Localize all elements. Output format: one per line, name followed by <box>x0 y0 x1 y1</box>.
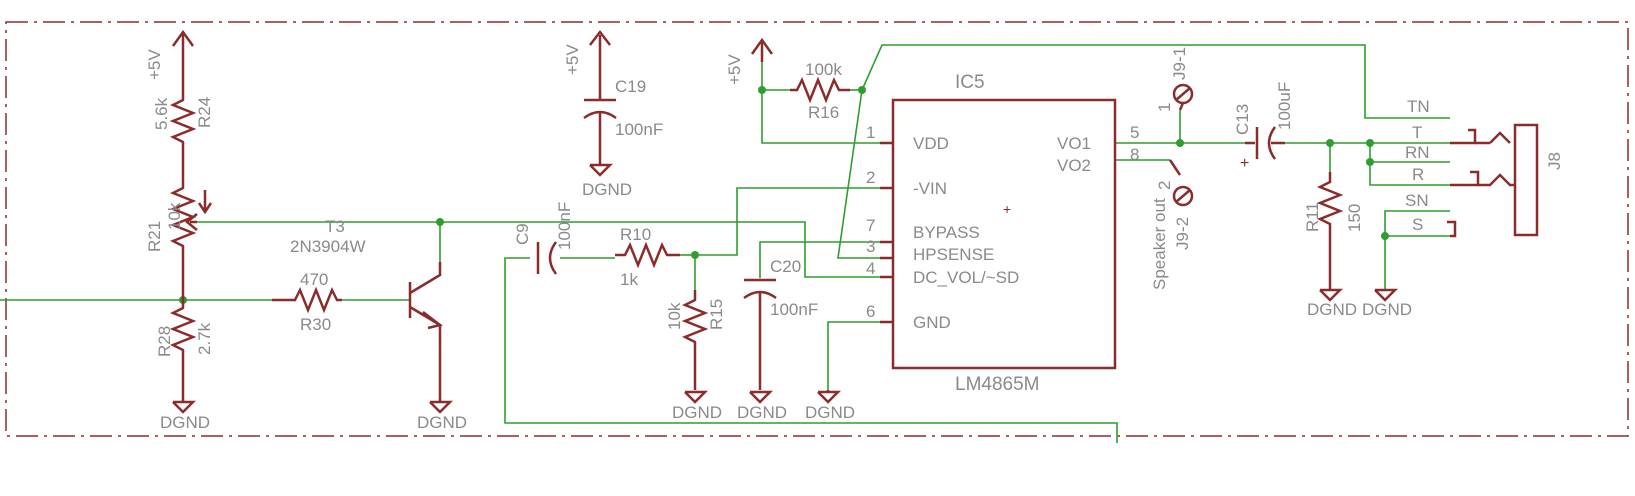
svg-text:T3: T3 <box>325 217 345 236</box>
svg-text:R11: R11 <box>1303 202 1322 232</box>
svg-text:T: T <box>1412 123 1422 142</box>
svg-text:RN: RN <box>1405 143 1430 162</box>
svg-text:DGND: DGND <box>672 403 722 422</box>
svg-text:DGND: DGND <box>737 403 787 422</box>
svg-text:7: 7 <box>866 216 875 235</box>
ic-LM4865M: IC5 LM4865M + 1 VDD 2 -VIN 7 BYPASS 3 HP… <box>866 72 1139 395</box>
svg-text:+5V: +5V <box>145 49 164 80</box>
svg-text:TN: TN <box>1407 97 1430 116</box>
svg-text:100nF: 100nF <box>770 300 818 319</box>
audio-jack-J8: J8 TN T RN R SN S <box>1405 97 1564 238</box>
svg-text:C13: C13 <box>1233 104 1252 135</box>
svg-text:R15: R15 <box>707 299 726 330</box>
wires <box>0 44 1450 443</box>
svg-text:+: + <box>1240 155 1249 172</box>
svg-text:J9-1: J9-1 <box>1170 47 1189 80</box>
svg-text:+5V: +5V <box>563 44 582 75</box>
svg-text:VDD: VDD <box>913 134 949 153</box>
svg-text:R: R <box>1412 165 1424 184</box>
svg-text:HPSENSE: HPSENSE <box>913 245 994 264</box>
svg-text:10k: 10k <box>665 302 684 330</box>
svg-text:2N3904W: 2N3904W <box>290 237 366 256</box>
svg-text:R24: R24 <box>195 97 214 128</box>
svg-text:DGND: DGND <box>417 413 467 432</box>
resistor-R28: R28 2.7k <box>155 280 214 395</box>
svg-text:-VIN: -VIN <box>913 179 947 198</box>
capacitor-C19: +5V C19 100nF DGND <box>563 29 663 199</box>
capacitor-C20: C20 100nF DGND <box>737 257 818 422</box>
ground-symbol-1: DGND <box>160 395 210 432</box>
svg-text:VO2: VO2 <box>1057 156 1091 175</box>
svg-text:R30: R30 <box>300 315 331 334</box>
svg-text:100nF: 100nF <box>555 202 574 250</box>
svg-text:DGND: DGND <box>582 180 632 199</box>
svg-text:DGND: DGND <box>1362 300 1412 319</box>
svg-text:3: 3 <box>866 237 875 256</box>
svg-text:1k: 1k <box>620 270 638 289</box>
capacitor-C13: + C13 100uF <box>1233 82 1294 172</box>
svg-text:10k: 10k <box>165 202 184 230</box>
svg-text:2: 2 <box>1155 181 1174 190</box>
resistor-R15: 10k R15 DGND <box>665 290 726 422</box>
svg-text:150: 150 <box>1345 204 1364 232</box>
svg-text:R28: R28 <box>155 326 174 357</box>
svg-text:C20: C20 <box>770 257 801 276</box>
svg-text:LM4865M: LM4865M <box>955 374 1040 395</box>
connector-J9-2: 2 Speaker out J9-2 <box>1150 159 1194 290</box>
svg-text:R21: R21 <box>145 221 164 252</box>
svg-text:DGND: DGND <box>805 403 855 422</box>
svg-text:2.7k: 2.7k <box>195 322 214 355</box>
svg-text:100nF: 100nF <box>615 120 663 139</box>
svg-text:DGND: DGND <box>1307 300 1357 319</box>
svg-text:Speaker out: Speaker out <box>1150 198 1169 290</box>
resistor-R24: 5.6k R24 <box>152 90 214 175</box>
svg-text:J9-2: J9-2 <box>1173 217 1192 250</box>
trimmer-R21: R21 10k <box>145 175 213 280</box>
svg-text:R16: R16 <box>808 103 839 122</box>
supply-symbol-1: +5V <box>145 29 195 90</box>
resistor-R30: 470 R30 <box>272 270 342 334</box>
svg-text:470: 470 <box>300 270 328 289</box>
svg-text:2: 2 <box>866 168 875 187</box>
sheet-frame <box>5 21 1629 437</box>
svg-text:DC_VOL/~SD: DC_VOL/~SD <box>913 268 1019 287</box>
svg-text:1: 1 <box>1155 103 1174 112</box>
svg-text:6: 6 <box>866 302 875 321</box>
svg-text:1: 1 <box>866 123 875 142</box>
svg-text:C19: C19 <box>615 77 646 96</box>
resistor-R16: 100k R16 <box>790 60 850 122</box>
connector-J9-1: J9-1 1 <box>1155 47 1194 112</box>
ground-symbol-ic: DGND <box>805 390 855 422</box>
svg-text:5: 5 <box>1130 123 1139 142</box>
capacitor-C9: C9 100nF <box>513 202 574 275</box>
svg-text:J8: J8 <box>1545 152 1564 170</box>
transistor-T3: T3 2N3904W <box>290 217 443 395</box>
ground-symbol-jack: DGND <box>1362 288 1412 319</box>
svg-text:C9: C9 <box>513 223 532 245</box>
resistor-R11: R11 150 DGND <box>1303 172 1364 319</box>
svg-text:GND: GND <box>913 313 951 332</box>
svg-text:BYPASS: BYPASS <box>913 223 980 242</box>
svg-text:S: S <box>1412 215 1423 234</box>
svg-text:100uF: 100uF <box>1275 82 1294 130</box>
svg-text:IC5: IC5 <box>955 72 985 93</box>
svg-text:VO1: VO1 <box>1057 134 1091 153</box>
svg-text:R10: R10 <box>620 225 651 244</box>
svg-text:+: + <box>1003 201 1011 217</box>
svg-text:5.6k: 5.6k <box>152 97 171 130</box>
supply-symbol-3: +5V <box>725 37 774 85</box>
svg-text:+5V: +5V <box>725 54 744 85</box>
resistor-R10: R10 1k <box>615 225 680 289</box>
svg-text:4: 4 <box>866 259 875 278</box>
svg-text:100k: 100k <box>805 60 842 79</box>
ground-symbol-2: DGND <box>417 395 467 432</box>
svg-text:8: 8 <box>1130 145 1139 164</box>
svg-text:DGND: DGND <box>160 413 210 432</box>
svg-text:SN: SN <box>1405 191 1429 210</box>
